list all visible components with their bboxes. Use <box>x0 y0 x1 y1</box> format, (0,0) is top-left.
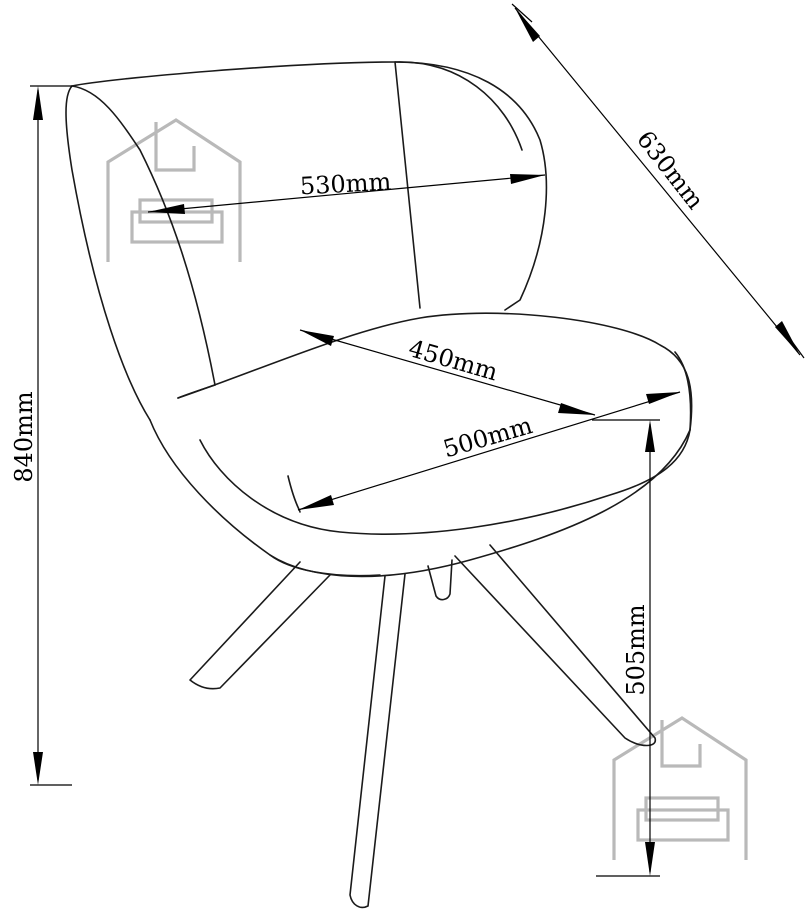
label-630mm: 630mm <box>631 125 709 214</box>
dimension-seat-depth: 450mm <box>299 329 596 416</box>
house-sofa-icon <box>612 716 748 860</box>
backrest-outer <box>71 61 548 311</box>
leg-back <box>427 559 453 601</box>
label-530mm: 530mm <box>299 168 392 201</box>
leg-left <box>189 561 331 690</box>
leg-right <box>454 544 656 747</box>
dimension-depth: 630mm <box>511 3 805 359</box>
dimension-height-total: 840mm <box>10 85 72 786</box>
dimension-seat-width: 500mm <box>297 391 681 511</box>
label-840mm: 840mm <box>10 391 38 483</box>
house-sofa-icon <box>106 118 242 262</box>
backrest-left-edge <box>65 85 151 421</box>
leg-front <box>349 573 406 909</box>
dimension-backrest-width: 530mm <box>147 168 546 214</box>
backrest-inner <box>71 85 216 386</box>
chair-outline <box>65 61 693 909</box>
label-450mm: 450mm <box>405 334 501 386</box>
label-505mm: 505mm <box>622 604 650 696</box>
label-500mm: 500mm <box>440 411 536 463</box>
dimension-seat-height: 505mm <box>592 419 660 877</box>
